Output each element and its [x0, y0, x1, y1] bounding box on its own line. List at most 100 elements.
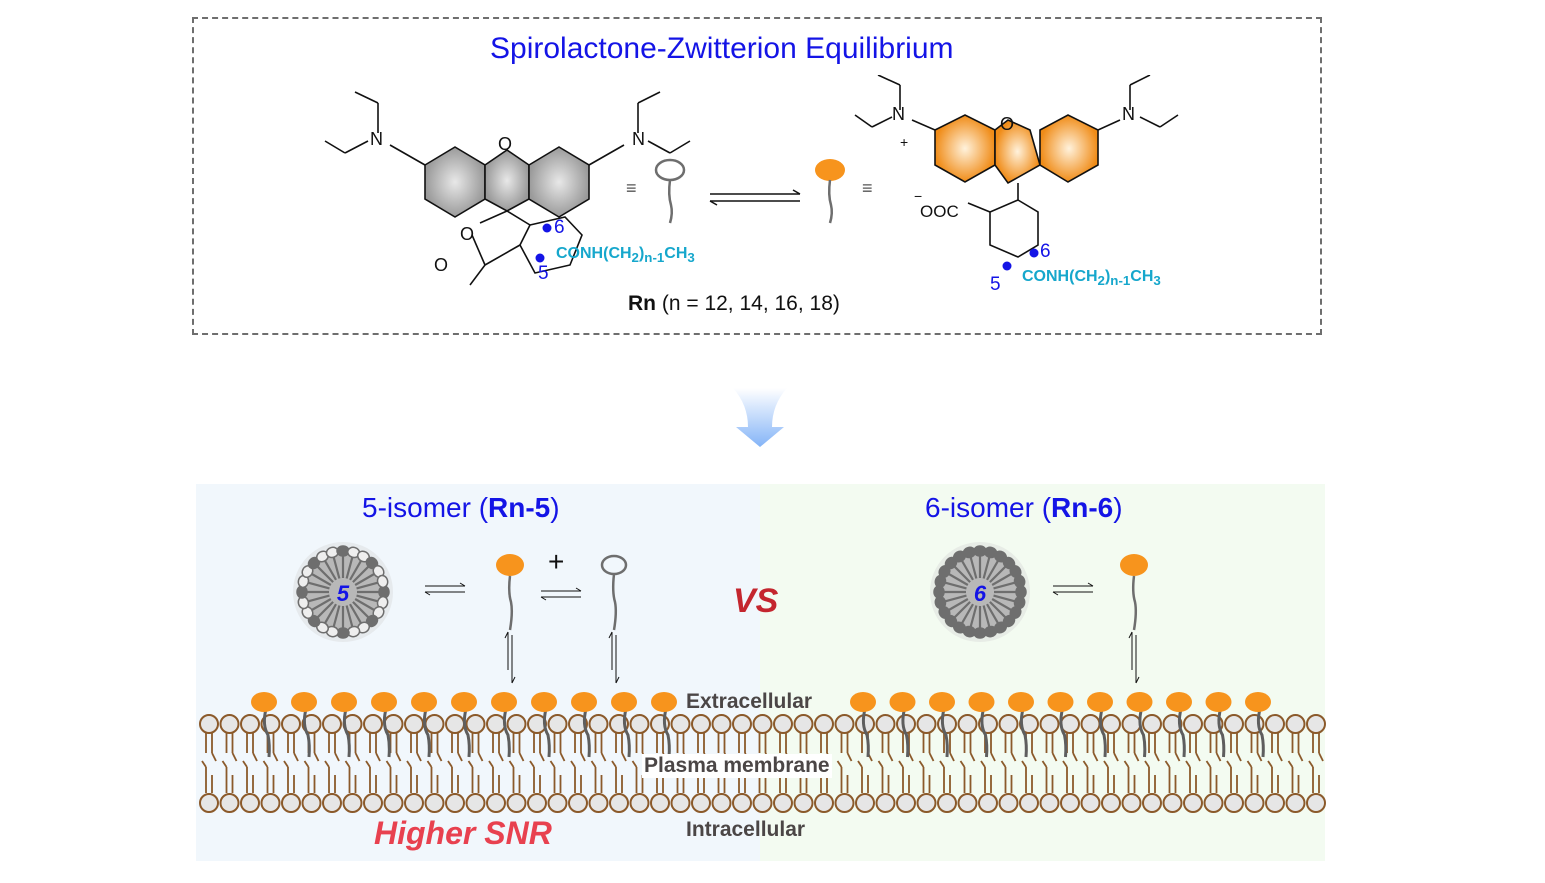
lipid-tail	[1103, 760, 1109, 768]
substituent-right: CONH(CH2)n-1CH3	[1022, 268, 1161, 289]
lipid-tail	[375, 752, 381, 762]
down-arrow-icon	[733, 388, 787, 447]
lipid-tail	[1256, 752, 1263, 762]
lipid-tail	[898, 760, 904, 768]
lipid-tail	[918, 760, 925, 768]
lipid-tail	[1082, 760, 1089, 768]
lipid-tail	[385, 760, 392, 768]
micelle-tail	[991, 598, 1012, 611]
lipid-head-outer	[588, 714, 609, 734]
lipid-head-inner	[650, 793, 670, 813]
probe-tail	[502, 708, 511, 758]
lipid-tail	[231, 752, 238, 762]
probe-head	[1166, 692, 1192, 712]
probe-head	[1205, 692, 1232, 712]
lipid-head-outer	[1019, 714, 1039, 734]
substituent-left: CONH(CH2)n-1CH3	[556, 245, 695, 266]
equiv-symbol-left: ≡	[626, 178, 637, 198]
probe-tail	[1059, 708, 1068, 758]
lipid-tail	[1277, 752, 1283, 762]
lipid-head-inner	[383, 793, 404, 813]
micelle-headgroup	[1013, 574, 1026, 589]
probe-head	[1047, 692, 1074, 712]
micelle-equilibrium-left	[424, 582, 466, 596]
lipid-tail	[949, 752, 955, 762]
lipid-head-outer	[1285, 714, 1306, 734]
probe-head	[411, 692, 437, 712]
lipid-tail	[354, 752, 361, 762]
probe-tail	[1177, 708, 1186, 758]
lipid-tail	[1267, 760, 1273, 768]
probe-tail	[861, 708, 870, 758]
lipid-head-outer	[281, 714, 301, 734]
lipid-head-outer	[1080, 714, 1101, 734]
micelle-tail	[345, 556, 354, 579]
lipid-tail	[928, 752, 935, 762]
vertical-equilibrium-1	[504, 631, 516, 684]
lipid-head-outer	[465, 714, 486, 734]
lipid-tail	[426, 760, 433, 768]
equilibrium-arrows	[709, 189, 801, 206]
lipid-head-outer	[363, 714, 383, 734]
lipid-tail	[406, 760, 412, 768]
lipid-head-inner	[896, 793, 916, 813]
equilibrium-frame	[192, 17, 1322, 335]
lipid-head-inner	[1306, 793, 1326, 813]
lipid-head-inner	[916, 793, 937, 813]
micelle-tail	[311, 598, 332, 611]
lipid-head-inner	[773, 793, 793, 813]
probe-head	[331, 692, 357, 712]
lipid-tail	[529, 760, 535, 768]
lipid-tail	[242, 760, 248, 768]
lipid-head-inner	[1060, 793, 1080, 813]
lipid-tail	[559, 752, 566, 762]
lipid-head-inner	[219, 793, 240, 813]
probe-head	[651, 692, 677, 712]
lipid-head-outer	[1162, 714, 1183, 734]
probe-head	[889, 692, 916, 712]
lipid-head-outer	[1121, 714, 1142, 734]
lipid-head-outer	[322, 714, 342, 734]
lipid-tail	[1062, 760, 1068, 768]
lipid-head-outer	[1265, 714, 1285, 734]
probe-head	[1008, 692, 1034, 712]
ring-left	[424, 146, 486, 218]
micelle-tail	[316, 565, 334, 583]
lipid-tail	[313, 752, 320, 762]
lipid-head-inner	[670, 793, 691, 813]
lipid-tail	[1246, 760, 1253, 768]
lipid-tail	[1123, 760, 1130, 768]
lipid-head-inner	[404, 793, 424, 813]
probe-head	[491, 692, 517, 712]
lipid-head-outer	[711, 714, 732, 734]
lipid-tail	[1113, 752, 1119, 762]
lipid-head-outer	[404, 714, 424, 734]
lipid-tail	[252, 752, 258, 762]
lipid-head-outer	[732, 714, 752, 734]
lipid-head-outer	[937, 714, 957, 734]
probe-head	[929, 692, 955, 712]
ring-right	[528, 146, 590, 218]
lipid-head-inner	[1121, 793, 1142, 813]
lipid-head-outer	[752, 714, 773, 734]
micelle-tail	[345, 605, 354, 628]
open-probe-right	[1120, 554, 1148, 631]
open-probe-icon	[815, 159, 845, 224]
micelle-tail	[948, 573, 969, 586]
lipid-head-outer	[219, 714, 240, 734]
probe-tail	[1256, 708, 1265, 758]
lipid-tail	[211, 752, 217, 762]
amine-n-left: N	[370, 129, 383, 149]
micelle-tail	[986, 560, 999, 581]
micelle-tail	[993, 581, 1016, 590]
lipid-head-inner	[998, 793, 1019, 813]
open-probe-left	[496, 554, 524, 631]
lipid-tail	[857, 760, 863, 768]
probe-tail	[382, 708, 391, 758]
lipid-head-inner	[978, 793, 998, 813]
lipid-head-inner	[527, 793, 547, 813]
lipid-head-inner	[1183, 793, 1203, 813]
closed-probe-icon	[654, 158, 686, 224]
lipid-tail	[1308, 760, 1314, 768]
lipid-tail	[1174, 752, 1181, 762]
